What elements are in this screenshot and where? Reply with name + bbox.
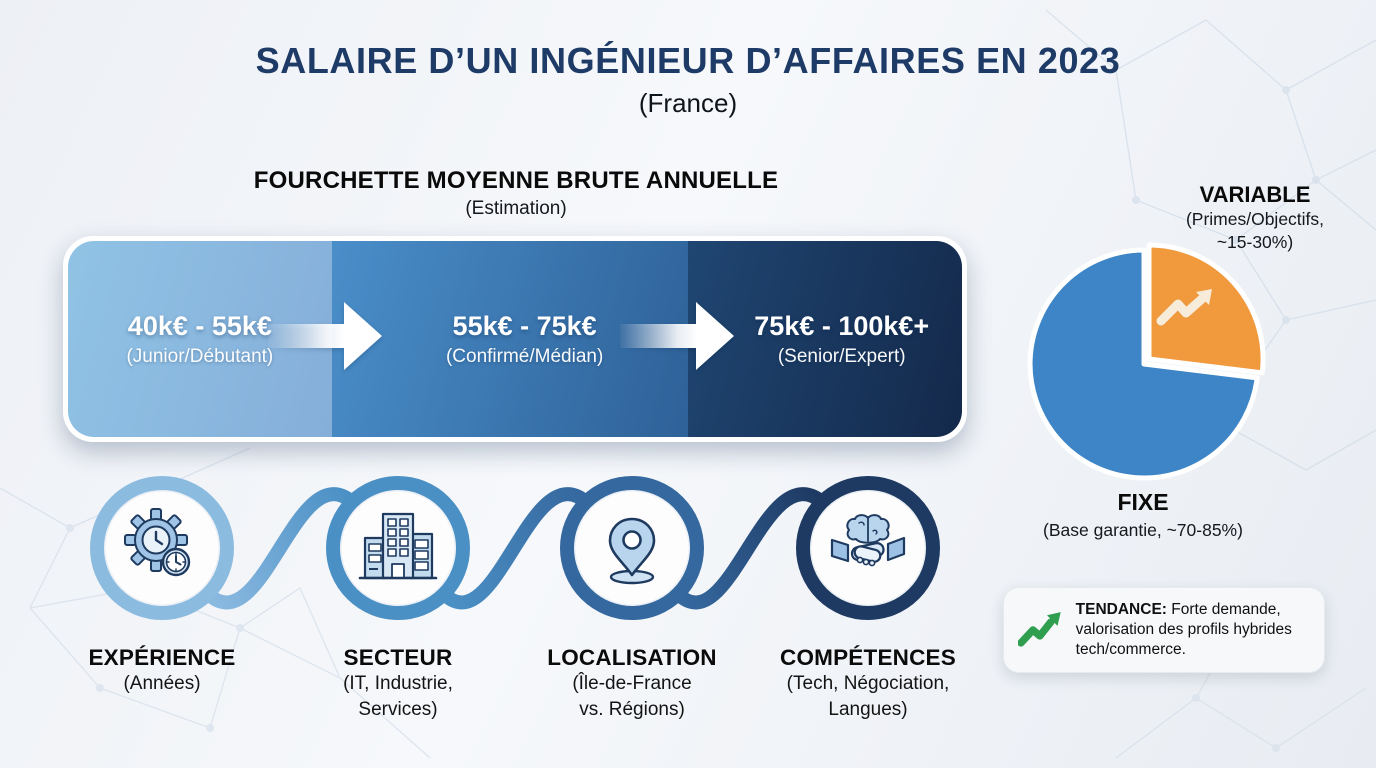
factor-ring-localisation xyxy=(560,476,704,620)
salary-subheading-text: (Estimation) xyxy=(465,198,567,219)
gear-clock-icon xyxy=(124,508,191,577)
factor-label-competences: COMPÉTENCES (Tech, Négociation, Langues) xyxy=(748,645,988,723)
factor-ring-competences xyxy=(796,476,940,620)
fixe-title: FIXE xyxy=(1117,489,1169,515)
trend-label: TENDANCE: xyxy=(1075,601,1167,618)
salary-range-value: 75k€ - 100k€+ xyxy=(754,310,930,341)
salary-stage-senior: 75k€ - 100k€+ (Senior/Expert) xyxy=(687,241,962,437)
trend-text: TENDANCE: Forte demande, valorisation de… xyxy=(1076,600,1310,660)
factor-name: LOCALISATION xyxy=(547,645,717,670)
pie-fixe-slice xyxy=(1027,247,1260,481)
fixe-label-block: FIXE (Base garantie, ~70-85%) xyxy=(1023,489,1263,541)
salary-level-label: (Senior/Expert) xyxy=(777,345,906,367)
wave-connector xyxy=(673,487,827,610)
salary-section-heading: FOURCHETTE MOYENNE BRUTE ANNUELLE (Estim… xyxy=(166,167,866,220)
factor-ring-secteur xyxy=(326,476,470,620)
page-title: SALAIRE D’UN INGÉNIEUR D’AFFAIRES EN 202… xyxy=(255,40,1121,81)
fixe-sub: (Base garantie, ~70-85%) xyxy=(1043,520,1243,540)
arrow-right-icon xyxy=(620,302,734,370)
wave-connector xyxy=(203,487,357,610)
buildings-icon xyxy=(358,512,438,580)
factor-detail: (IT, Industrie, xyxy=(343,673,453,694)
salary-range-value: 40k€ - 55k€ xyxy=(127,310,272,341)
compensation-pie-chart xyxy=(1027,242,1266,481)
salary-stage-confirme: 55k€ - 75k€ (Confirmé/Médian) xyxy=(331,241,688,437)
factor-name: COMPÉTENCES xyxy=(780,645,956,670)
map-pin-icon xyxy=(608,517,656,585)
factor-label-experience: EXPÉRIENCE (Années) xyxy=(42,645,282,697)
trend-body: Forte demande, valorisation des profils … xyxy=(1075,601,1292,658)
factor-label-localisation: LOCALISATION (Île-de-France vs. Régions) xyxy=(512,645,752,723)
factors-wave xyxy=(90,476,940,620)
factor-name: SECTEUR xyxy=(343,645,453,670)
handshake-brain-icon xyxy=(830,514,906,567)
factor-detail: Langues) xyxy=(828,699,908,720)
trend-box: TENDANCE: Forte demande, valorisation de… xyxy=(1003,587,1325,673)
growth-arrow-icon xyxy=(1156,289,1212,326)
factor-name: EXPÉRIENCE xyxy=(88,645,236,670)
salary-level-label: (Confirmé/Médian) xyxy=(445,345,604,367)
factor-detail: Services) xyxy=(358,699,438,720)
factor-detail: vs. Régions) xyxy=(579,699,685,720)
variable-sub-line1: (Primes/Objectifs, xyxy=(1185,209,1325,229)
factor-detail: (Tech, Négociation, xyxy=(786,673,950,694)
page-subtitle: (France) xyxy=(638,88,738,118)
salary-range-bar: 40k€ - 55k€ (Junior/Débutant) 55k€ - 75k… xyxy=(63,236,967,442)
salary-level-label: (Junior/Débutant) xyxy=(126,345,274,367)
factor-detail: (Île-de-France xyxy=(572,673,692,694)
factor-label-secteur: SECTEUR (IT, Industrie, Services) xyxy=(278,645,518,723)
variable-title: VARIABLE xyxy=(1199,182,1311,207)
pie-variable-slice xyxy=(1146,242,1266,376)
variable-sub-line2: ~15-30%) xyxy=(1216,232,1294,252)
salary-heading-text: FOURCHETTE MOYENNE BRUTE ANNUELLE xyxy=(253,167,779,194)
variable-label-block: VARIABLE (Primes/Objectifs, ~15-30%) xyxy=(1135,182,1375,254)
wave-connector xyxy=(439,487,591,610)
trend-up-arrow-icon xyxy=(1018,612,1061,647)
salary-range-value: 55k€ - 75k€ xyxy=(452,310,597,341)
factor-detail: (Années) xyxy=(123,673,201,694)
salary-bar-track: 40k€ - 55k€ (Junior/Débutant) 55k€ - 75k… xyxy=(68,241,962,437)
arrow-right-icon xyxy=(268,302,382,370)
factor-ring-experience xyxy=(90,476,234,620)
